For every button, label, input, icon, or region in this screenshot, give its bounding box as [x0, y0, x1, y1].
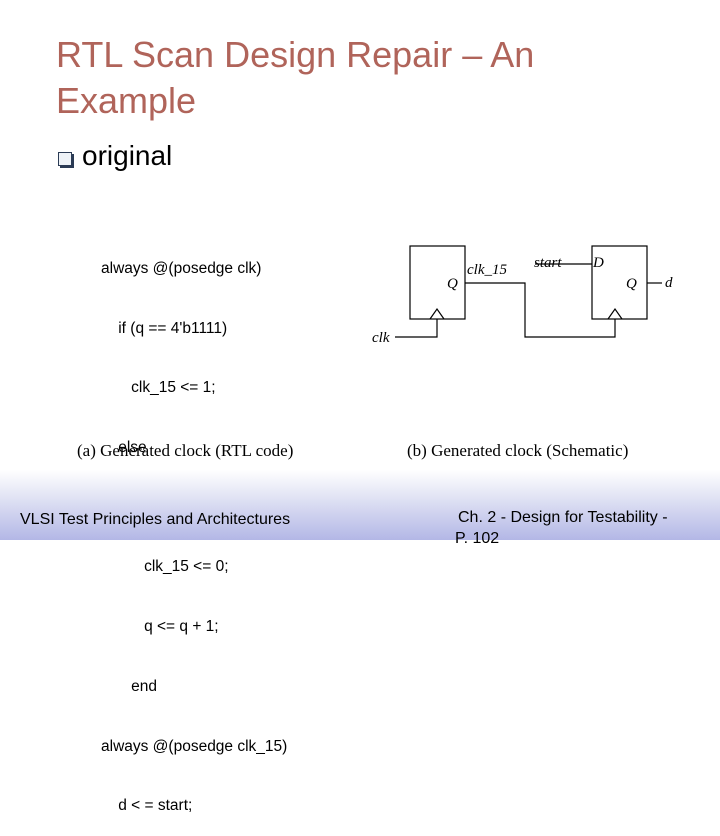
code-line: end	[101, 677, 158, 695]
slide-title: RTL Scan Design Repair – An Example	[56, 34, 535, 121]
clk15-wire	[465, 282, 616, 338]
footer-chapter: Ch. 2 - Design for Testability -	[458, 509, 668, 526]
q2-label: Q	[626, 276, 637, 292]
bullet-text: original	[82, 140, 173, 171]
code-line: always @(posedge clk)	[101, 259, 262, 277]
code-line: if (q == 4'b1111)	[101, 319, 228, 337]
clock-triangle-2	[607, 307, 623, 320]
clock-triangle-1	[429, 307, 445, 320]
code-line: always @(posedge clk_15)	[101, 737, 288, 755]
d-input-label: D	[592, 255, 604, 271]
footer-course-title: VLSI Test Principles and Architectures	[20, 511, 291, 528]
clk15-label: clk_15	[467, 262, 507, 278]
code-line: d < = start;	[101, 797, 193, 815]
q1-label: Q	[447, 276, 458, 292]
code-line: q <= q + 1;	[101, 618, 219, 636]
start-label: start	[534, 255, 562, 271]
code-line: else	[101, 438, 147, 456]
caption-rtl: (a) Generated clock (RTL code)	[77, 441, 294, 460]
clk-label: clk	[372, 330, 390, 346]
footer-band	[0, 470, 720, 540]
caption-schematic: (b) Generated clock (Schematic)	[407, 441, 629, 460]
clk-wire	[395, 319, 438, 338]
code-line: clk_15 <= 0;	[101, 558, 229, 576]
flip-flop-schematic: Q clk_15 start D Q d clk	[372, 245, 673, 346]
square-bullet-icon	[58, 152, 72, 166]
d-output-label: d	[665, 275, 673, 291]
bullet-item: original	[58, 140, 172, 172]
footer-page: P. 102	[455, 530, 500, 547]
code-line: clk_15 <= 1;	[101, 379, 216, 397]
